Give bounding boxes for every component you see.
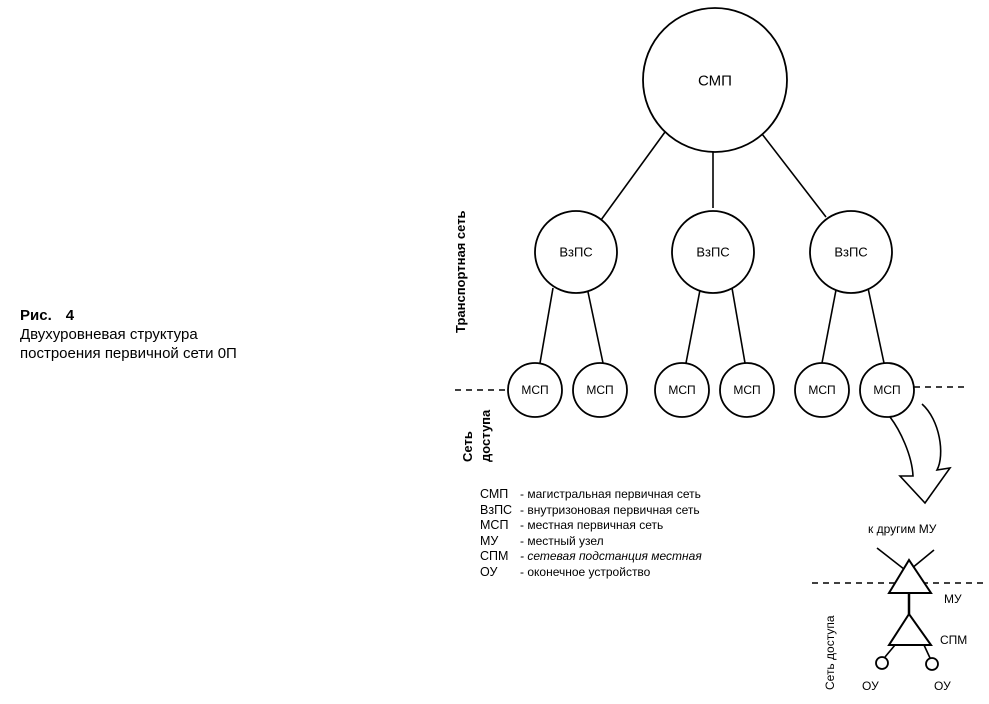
msp-node-6-circle xyxy=(859,362,915,418)
caption-line-2: построения первичной сети 0П xyxy=(20,345,237,362)
legend-description: - местная первичная сеть xyxy=(520,518,664,532)
figure-caption: Рис.4 Двухуровневая структура построения… xyxy=(20,306,237,363)
figure-label: Рис.4 xyxy=(20,307,75,324)
legend-abbr: СМП xyxy=(480,487,509,501)
legend-item: СМП - магистральная первичная сеть xyxy=(480,487,702,503)
msp-node-5-circle xyxy=(794,362,850,418)
msp-node-3-label: МСП xyxy=(668,383,695,397)
figure-number: 4 xyxy=(65,307,75,324)
msp-node-1-circle xyxy=(507,362,563,418)
link-vzps1-msp1 xyxy=(539,287,554,364)
legend-description: - внутризоновая первичная сеть xyxy=(520,502,700,517)
msp-node-2-circle xyxy=(572,362,628,418)
msp-node-2-label: МСП xyxy=(586,383,613,397)
legend-abbr: МСП xyxy=(480,518,509,532)
legend-abbr: ВзПС xyxy=(480,502,513,517)
legend-abbr: МУ xyxy=(480,533,499,548)
spm-terminal-link-1 xyxy=(884,644,896,658)
vzps-node-2-label: ВзПС xyxy=(696,245,729,260)
vzps-node-3-circle xyxy=(809,210,893,294)
legend-item: МУ - местный узел xyxy=(480,534,702,550)
msp-node-1-label: МСП xyxy=(521,383,548,397)
link-vzps3-msp5 xyxy=(821,289,837,364)
link-root-vzps-1 xyxy=(600,131,666,221)
legend-description: - магистральная первичная сеть xyxy=(520,487,701,501)
legend-description: - сетевая подстанция местная xyxy=(520,549,702,563)
link-vzps2-msp4 xyxy=(731,287,746,364)
access-network-label-right: Сеть доступа xyxy=(823,615,837,690)
msp-node-3-circle xyxy=(654,362,710,418)
msp-node-5-label: МСП xyxy=(808,383,835,397)
legend-abbr: СПМ xyxy=(480,549,509,563)
access-network-label-left-1: Сеть xyxy=(460,431,475,462)
mu-triangle xyxy=(887,558,933,594)
vzps-node-2-circle xyxy=(671,210,755,294)
vzps-node-1-label: ВзПС xyxy=(559,245,592,260)
link-vzps3-msp6 xyxy=(867,287,885,364)
link-vzps1-msp2 xyxy=(587,291,604,364)
terminal-label-1: ОУ xyxy=(862,679,879,693)
msp-node-4-circle xyxy=(719,362,775,418)
smp-node-label: СМП xyxy=(698,72,732,89)
link-vzps2-msp3 xyxy=(685,289,701,364)
vzps-node-3-label: ВзПС xyxy=(834,245,867,260)
transport-network-label: Транспортная сеть xyxy=(453,210,468,333)
msp-node-4-label: МСП xyxy=(733,383,760,397)
to-other-mu-label: к другим МУ xyxy=(868,522,937,536)
legend-description: - местный узел xyxy=(520,533,604,548)
link-root-vzps-3 xyxy=(761,133,827,218)
vzps-node-1-circle xyxy=(534,210,618,294)
legend-item: СПМ - сетевая подстанция местная xyxy=(480,549,702,565)
legend-abbr: ОУ xyxy=(480,564,498,579)
spm-triangle xyxy=(887,612,933,646)
legend-item: ОУ - оконечное устройство xyxy=(480,565,702,581)
spm-terminal-link-2 xyxy=(923,644,931,659)
arrow-to-mu xyxy=(889,403,952,505)
smp-node-circle xyxy=(642,7,788,153)
mu-label: МУ xyxy=(944,592,962,606)
legend-item: ВзПС - внутризоновая первичная сеть xyxy=(480,503,702,519)
spm-label: СПМ xyxy=(940,633,967,647)
legend-item: МСП - местная первичная сеть xyxy=(480,518,702,534)
legend-description: - оконечное устройство xyxy=(520,564,651,579)
terminal-label-2: ОУ xyxy=(934,679,951,693)
terminal-2 xyxy=(925,657,939,671)
access-network-label-left-2: доступа xyxy=(478,409,493,462)
caption-line-1: Двухуровневая структура xyxy=(20,326,198,343)
msp-node-6-label: МСП xyxy=(873,383,900,397)
terminal-1 xyxy=(875,656,889,670)
